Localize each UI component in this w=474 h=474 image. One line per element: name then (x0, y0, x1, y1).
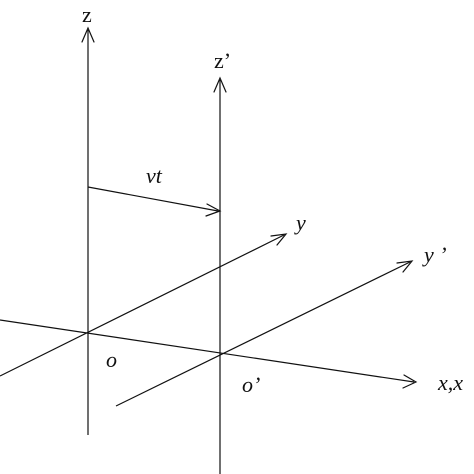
vt-displacement-line (87, 186, 219, 212)
z-axis-label: z (82, 2, 92, 27)
z-axis-arrowhead (81, 26, 95, 43)
y-prime-axis-line (115, 261, 411, 407)
y-axis-arrowhead (270, 233, 288, 246)
y-prime-axis-arrowhead (396, 260, 414, 273)
z-prime-axis-label: z’ (214, 48, 231, 73)
origin-o-label: o (106, 347, 117, 372)
x-axis-line (0, 319, 415, 383)
vt-displacement-arrowhead (205, 203, 222, 217)
vt-label: vt (146, 163, 163, 188)
z-prime-axis-arrowhead (213, 76, 227, 93)
x-axis-label: x,x (437, 370, 463, 395)
origin-o-prime-label: o’ (242, 372, 260, 397)
y-axis-label: y (294, 210, 306, 235)
x-axis-arrowhead (402, 374, 418, 389)
y-axis-line (0, 234, 285, 377)
y-prime-axis-label: y ’ (422, 242, 447, 267)
